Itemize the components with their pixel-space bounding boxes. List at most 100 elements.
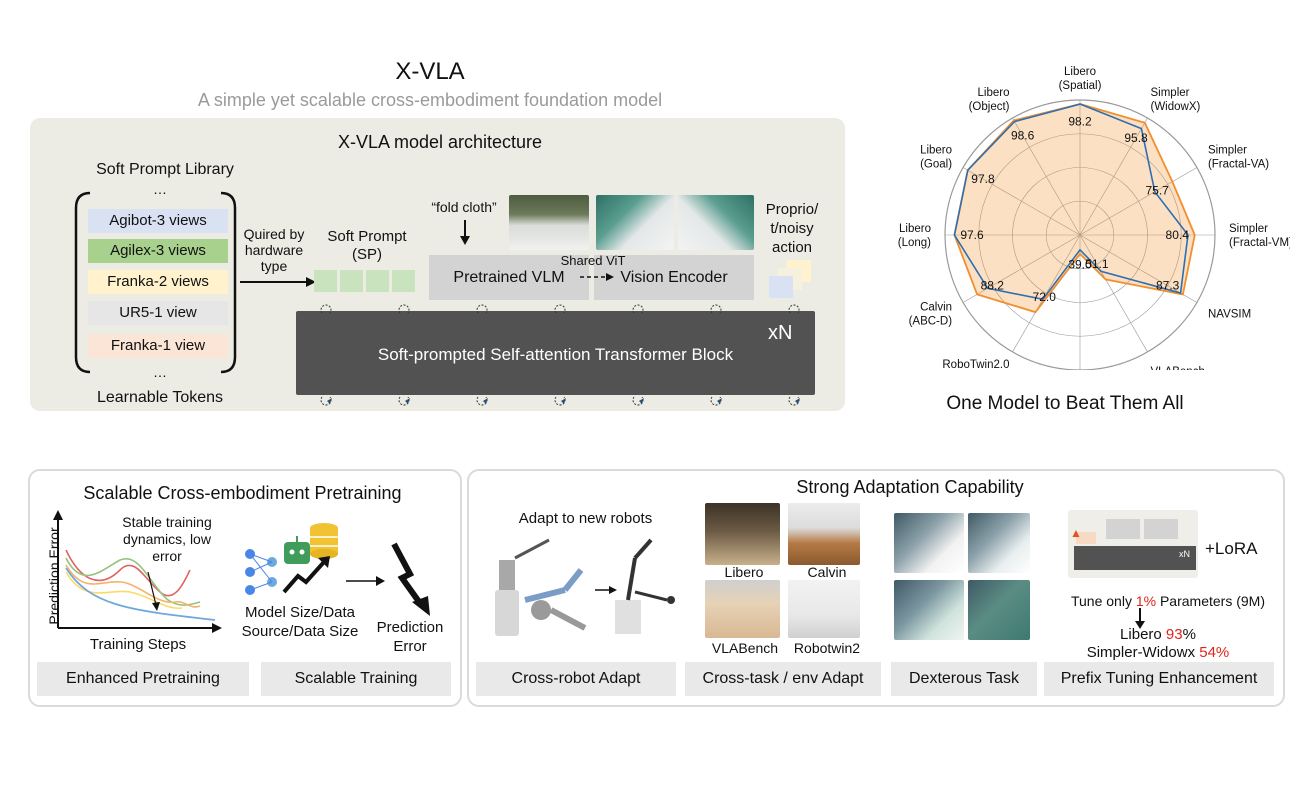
libero-result: Libero 93% <box>1120 626 1196 643</box>
robotwin2-image <box>788 580 860 638</box>
radar-axis-label: (Goal) <box>920 159 952 171</box>
library-item-ur5: UR5-1 view <box>88 301 228 325</box>
stable-training-annotation: Stable training dynamics, low error <box>122 514 212 564</box>
radar-spoke <box>1079 167 1198 236</box>
output-arrowhead <box>639 398 644 404</box>
calvin-image <box>788 503 860 565</box>
mini-repeat-label: xN <box>1179 549 1190 559</box>
radar-spoke <box>1079 234 1198 303</box>
adapt-new-robots-label: Adapt to new robots <box>518 510 653 527</box>
radar-axis-label: (WidowX) <box>1151 101 1201 113</box>
radar-value-label: 97.6 <box>960 228 984 242</box>
radar-value-label: 72.0 <box>1033 290 1057 304</box>
input-connector <box>398 304 410 314</box>
libero-label: Libero <box>724 564 764 580</box>
page-subtitle: A simple yet scalable cross-embodiment f… <box>197 90 663 110</box>
radar-axis-label: Libero <box>920 145 952 157</box>
learnable-tokens-label: Learnable Tokens <box>96 389 224 406</box>
pretraining-ylabel: Prediction Error <box>46 527 62 625</box>
radar-value-label: 51.1 <box>1085 257 1109 271</box>
transformer-label: Soft-prompted Self-attention Transformer… <box>377 345 734 364</box>
library-ellipsis-bottom: … <box>153 364 167 380</box>
dexterous-image-1 <box>894 513 964 573</box>
dexterous-image-3 <box>894 580 964 640</box>
simpler-result: Simpler-Widowx 54% <box>1086 644 1230 661</box>
input-connector <box>710 304 722 314</box>
radar-value-label: 39.0 <box>1068 258 1092 272</box>
adaptation-title: Strong Adaptation Capability <box>796 477 1024 497</box>
camera-image-2 <box>596 195 674 250</box>
camera-image-3 <box>678 195 754 250</box>
training-curve-plot <box>53 510 222 633</box>
library-item-agilex: Agilex-3 views <box>88 239 228 263</box>
architecture-title: X-VLA model architecture <box>337 132 543 152</box>
radar-axis-label: Simpler <box>1208 145 1247 157</box>
mini-sp-tokens <box>1076 532 1096 544</box>
radar-spoke <box>1079 117 1148 236</box>
decreasing-error-arrow <box>391 542 430 616</box>
robots-illustration <box>495 538 675 636</box>
soft-prompt-token <box>314 270 337 292</box>
vision-encoder-label: Vision Encoder <box>620 269 728 286</box>
radar-axis-label: (ABC-D) <box>909 316 953 328</box>
input-connector <box>320 304 332 314</box>
radar-axis-label: Libero <box>978 87 1010 99</box>
proprio-label: Proprio/ t/noisy action <box>765 201 819 256</box>
mini-transformer <box>1074 546 1196 570</box>
radar-value-label: 95.8 <box>1124 131 1148 145</box>
pretrained-vlm-label: Pretrained VLM <box>453 269 565 286</box>
libero-image <box>705 503 780 565</box>
pretrained-vlm-box: Pretrained VLM <box>429 255 589 300</box>
output-arrowhead <box>327 398 332 404</box>
mini-token-box <box>1144 519 1178 539</box>
instruction-arrow <box>460 220 470 245</box>
radar-series-baseline <box>953 103 1189 301</box>
input-connector <box>788 304 800 314</box>
radar-axis-label: Libero <box>1064 66 1096 78</box>
radar-axis-label: (Fractal-VM) <box>1229 237 1290 249</box>
soft-prompt-token <box>366 270 389 292</box>
mini-token-box <box>1106 519 1140 539</box>
prediction-error-label: Prediction Error <box>376 619 444 655</box>
dexterous-image-4 <box>968 580 1030 640</box>
dexterous-image-2 <box>968 513 1030 573</box>
radar-value-label: 75.7 <box>1145 183 1169 197</box>
cross-robot-bar: Cross-robot Adapt <box>476 662 676 696</box>
vision-encoder-box: Vision Encoder <box>594 255 754 300</box>
radar-spoke <box>1012 234 1081 353</box>
radar-axis-label: VLABench <box>1151 366 1205 370</box>
model-size-label: Model Size/Data Source/Data Size <box>241 604 359 640</box>
radar-chart: 98.2Libero(Spatial)95.8Simpler(WidowX)75… <box>898 66 1290 370</box>
shared-vit-arrow <box>580 273 614 281</box>
output-arrowhead <box>717 398 722 404</box>
proprio-token-front <box>769 276 793 298</box>
radar-spoke <box>1079 234 1148 353</box>
dexterous-bar: Dexterous Task <box>891 662 1037 696</box>
page-title: X-VLA <box>395 58 465 85</box>
radar-axis-label: (Spatial) <box>1059 80 1102 92</box>
output-arrowhead <box>405 398 410 404</box>
radar-value-label: 87.3 <box>1156 279 1180 293</box>
vlabench-label: VLABench <box>711 640 779 656</box>
scalable-training-bar: Scalable Training <box>261 662 451 696</box>
radar-spoke <box>1012 117 1081 236</box>
scaling-icon <box>245 523 338 595</box>
lora-label: +LoRA <box>1205 539 1258 558</box>
library-item-agibot: Agibot-3 views <box>88 209 228 233</box>
radar-title: One Model to Beat Them All <box>946 393 1184 414</box>
transformer-block <box>296 311 815 395</box>
radar-axis-label: (Object) <box>969 101 1010 113</box>
shared-vit-label: Shared ViT <box>560 253 626 268</box>
radar-spoke <box>962 234 1081 303</box>
radar-axis-label: Simpler <box>1151 87 1190 99</box>
radar-axis-label: Libero <box>899 223 931 235</box>
library-item-franka-1: Franka-1 view <box>88 334 228 358</box>
calvin-label: Calvin <box>807 564 847 580</box>
radar-spoke <box>962 167 1081 236</box>
prefix-tuning-bar: Prefix Tuning Enhancement <box>1044 662 1274 696</box>
tune-arrow <box>1135 608 1145 629</box>
radar-axis-label: RoboTwin2.0 <box>942 359 1009 370</box>
output-arrowhead <box>561 398 566 404</box>
quired-label: Quired by hardware type <box>243 226 305 274</box>
robotwin2-label: Robotwin2 <box>793 640 861 656</box>
